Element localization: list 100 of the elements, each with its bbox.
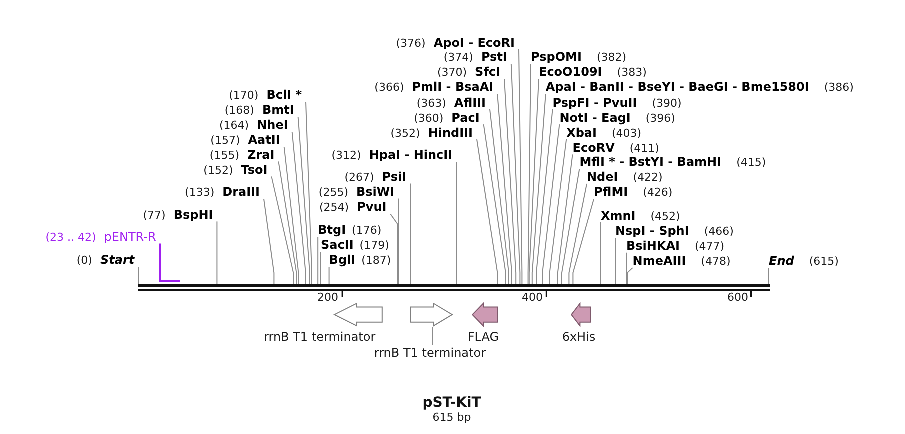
leader-line [510,64,521,284]
site-position: (254) [319,201,350,216]
leader-line [528,64,532,284]
enzyme-name: SfcI [475,65,500,79]
enzyme-name: PacI [452,110,480,125]
site-position: (452) [650,210,680,224]
dna-backbone [138,284,770,291]
leader-line [572,198,594,284]
site-position: (478) [701,255,731,269]
leader-line [518,49,523,284]
site-position: (615) [809,255,839,269]
enzyme-name: MflI * - BstYI - BamHI [580,155,722,169]
leader-line [528,78,540,284]
site-position: (152) [204,164,234,178]
site-position: (376) [396,36,426,50]
site-position: (187) [362,254,392,268]
leader-line [398,198,400,284]
site-position: (77) [143,208,166,223]
site-position: (255) [318,186,348,200]
site-position: (403) [612,126,642,140]
leader-line [456,162,458,284]
enzyme-name: PsiI [382,170,407,184]
enzyme-name: HindIII [428,126,473,140]
site-position: (164) [220,119,250,133]
enzyme-name: NdeI [587,170,618,184]
leader-line [320,252,322,284]
leader-line [568,184,588,284]
leader-line [615,238,616,284]
site-position: (383) [617,66,647,80]
leader-line [138,266,140,284]
leader-line [390,214,398,284]
enzyme-name: DraIII [222,185,260,199]
leader-line [627,268,634,284]
end-label: End [769,254,794,268]
site-position: (415) [736,156,766,170]
leader-line [768,268,770,284]
enzyme-name: AflIII [454,96,486,110]
tick-label: 400 [522,290,543,304]
start-label: Start [100,253,135,267]
enzyme-name: EcoO109I [539,65,602,79]
enzyme-name: PmlI - BsaAI [412,80,494,94]
site-position: (312) [332,149,362,163]
feature-label: 6xHis [562,330,596,344]
site-position: (155) [210,148,240,163]
site-position: (170) [229,89,259,103]
site-position: (466) [704,225,734,239]
site-position: (374) [444,51,474,66]
leader-line [549,139,568,284]
leader-line [271,176,294,284]
site-position: (176) [352,224,382,238]
site-position: (477) [695,240,725,254]
site-position: (422) [633,171,663,185]
site-position: (168) [224,104,254,118]
leader-line [504,78,517,284]
leader-line [536,109,554,284]
leader-line [476,139,498,284]
leader-line [328,266,330,284]
leader-line [557,154,574,284]
leader-line [278,161,298,284]
enzyme-name: PflMI [594,185,628,200]
leader-line [216,221,218,284]
leader-line [410,183,412,284]
site-position: (157) [210,134,240,148]
leader-line [497,94,512,284]
site-position: (386) [824,81,854,96]
enzyme-name: BclI * [266,88,302,102]
leader-line [483,124,506,284]
feature-label: rrnB T1 terminator [374,346,486,360]
site-position: (370) [437,66,468,80]
site-position: (179) [360,239,390,253]
enzyme-name: HpaI - HincII [369,148,453,162]
leader-line [264,198,275,284]
site-position: (411) [630,142,660,156]
enzyme-name: BsiWI [356,184,395,199]
enzyme-name: PvuI [357,200,387,214]
enzyme-name: XbaI [566,126,597,140]
site-position: (267) [344,170,374,185]
sequence-length: 615 bp [432,411,472,424]
site-position: (352) [390,126,420,140]
enzyme-name: XmnI [601,208,636,222]
enzyme-name: PstI [481,50,508,64]
leader-line [626,252,627,284]
enzyme-name: SacII [321,238,354,252]
tick-label: 200 [318,290,338,304]
enzyme-name: PspFI - PvuII [552,96,638,110]
leader-line [298,116,310,284]
site-position: (0) [76,254,92,268]
enzyme-name: NotI - EagI [560,110,631,125]
enzyme-name: BglI [329,253,356,267]
leader-line [284,146,300,284]
enzyme-name: ZraI [248,148,275,162]
enzyme-name: BspHI [174,208,214,222]
site-position: (382) [596,51,627,66]
enzyme-name: BmtI [262,103,294,117]
feature-label: rrnB T1 terminator [264,330,376,344]
feature-label: FLAG [468,330,500,344]
site-position: (426) [643,186,673,200]
site-position: (366) [374,81,404,96]
enzyme-name: ApoI - EcoRI [434,36,515,50]
leader-line [542,124,560,284]
